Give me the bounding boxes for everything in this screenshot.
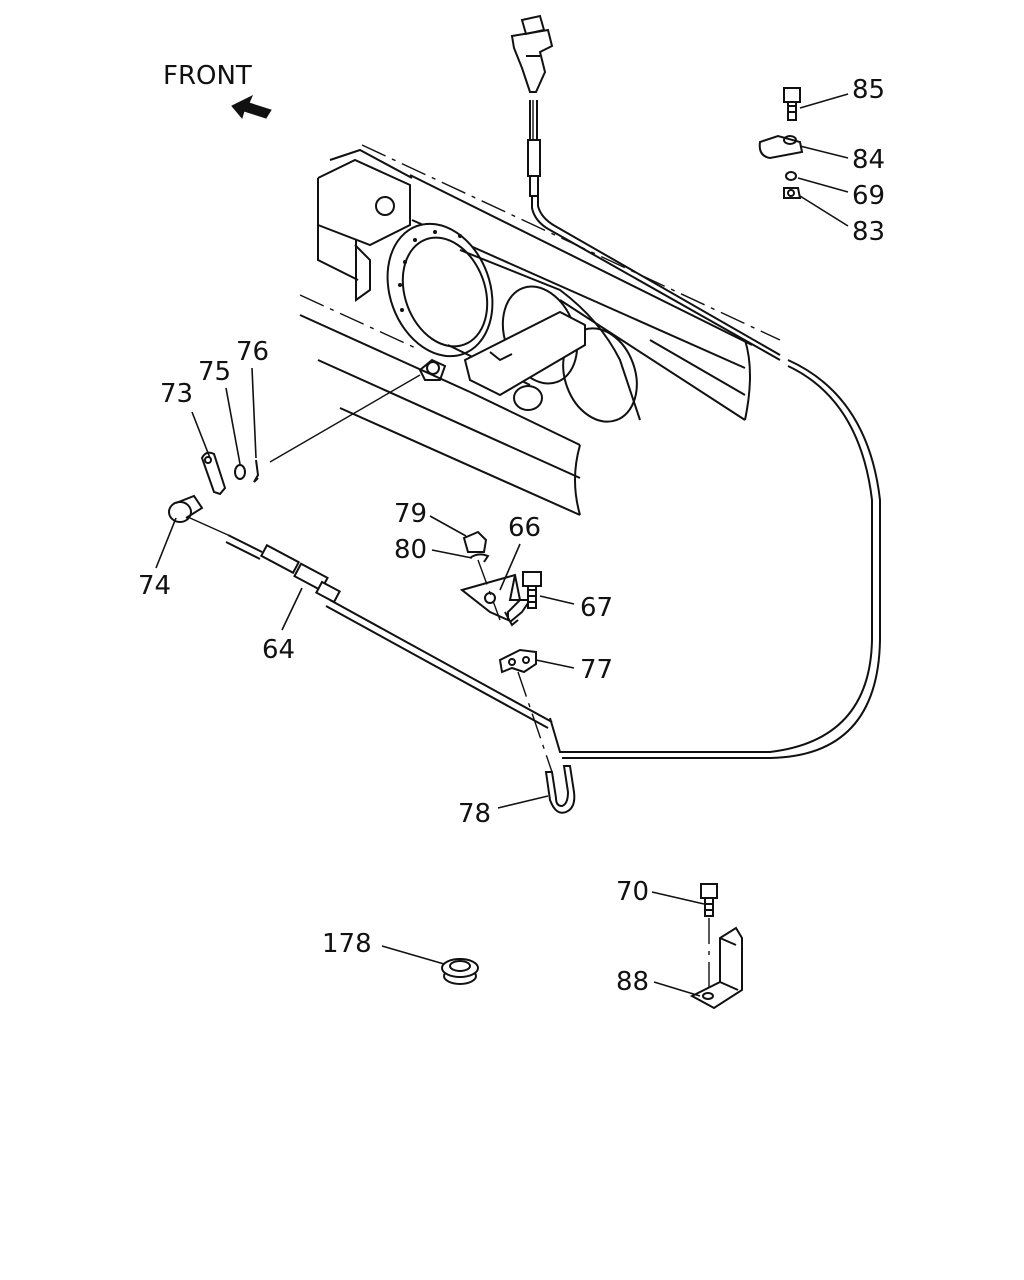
- part-label-88: 88: [616, 967, 649, 997]
- u-clip: [544, 765, 576, 814]
- shift-lever-assembly: [510, 14, 554, 197]
- linkage-left: [168, 374, 421, 536]
- leader-lines: [155, 93, 849, 997]
- front-arrow-icon: [231, 94, 272, 120]
- part-label-70: 70: [616, 877, 649, 907]
- front-label: FRONT: [163, 61, 252, 91]
- part-label-83: 83: [852, 217, 885, 247]
- frame-assembly: [299, 144, 781, 516]
- part-label-79: 79: [394, 499, 427, 529]
- mount-bracket: [689, 883, 743, 1010]
- part-label-74: 74: [138, 571, 171, 601]
- grommet: [441, 958, 479, 985]
- part-label-73: 73: [160, 379, 193, 409]
- bracket-assembly: [459, 530, 553, 773]
- part-label-75: 75: [198, 357, 231, 387]
- part-label-67: 67: [580, 593, 613, 623]
- part-label-85: 85: [852, 75, 885, 105]
- part-label-84: 84: [852, 145, 885, 175]
- part-label-77: 77: [580, 655, 613, 685]
- part-label-78: 78: [458, 799, 491, 829]
- clamp-group-top-right: [758, 87, 804, 199]
- control-cable: [225, 196, 881, 759]
- part-label-69: 69: [852, 181, 885, 211]
- part-label-178: 178: [322, 929, 372, 959]
- part-label-76: 76: [236, 337, 269, 367]
- part-label-66: 66: [508, 513, 541, 543]
- part-label-64: 64: [262, 635, 295, 665]
- part-labels: 85 84 69 83 76 75 73 74 64 79 80 66 67 7…: [138, 75, 885, 997]
- part-label-80: 80: [394, 535, 427, 565]
